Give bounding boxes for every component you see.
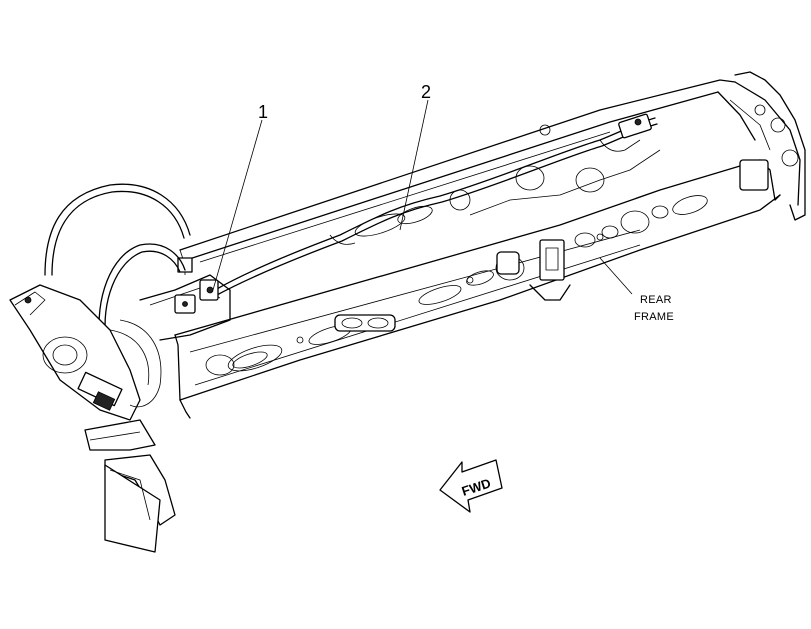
lower-driveline [84,419,176,553]
callout-2: 2 [421,82,431,102]
leader-line-rear-frame [599,257,633,295]
leader-lines [212,99,633,295]
frame-side-plate [174,159,781,419]
frame-cutouts [205,195,708,376]
mount-bracket [334,239,571,332]
rear-frame-label-line1: REAR [640,294,672,306]
fwd-arrow: FWD [439,459,503,513]
front-brackets [139,249,231,341]
leader-line-1 [212,119,263,291]
leader-line-2 [399,99,429,231]
hose-loops [44,183,191,341]
hose-assembly [214,113,658,297]
frame-rail-top [179,79,801,263]
callout-1: 1 [258,102,268,122]
hitch-assembly [9,284,162,421]
rear-end-block [729,71,806,221]
rear-frame-label-line2: FRAME [634,311,674,323]
inner-rail-cutouts [354,124,661,237]
